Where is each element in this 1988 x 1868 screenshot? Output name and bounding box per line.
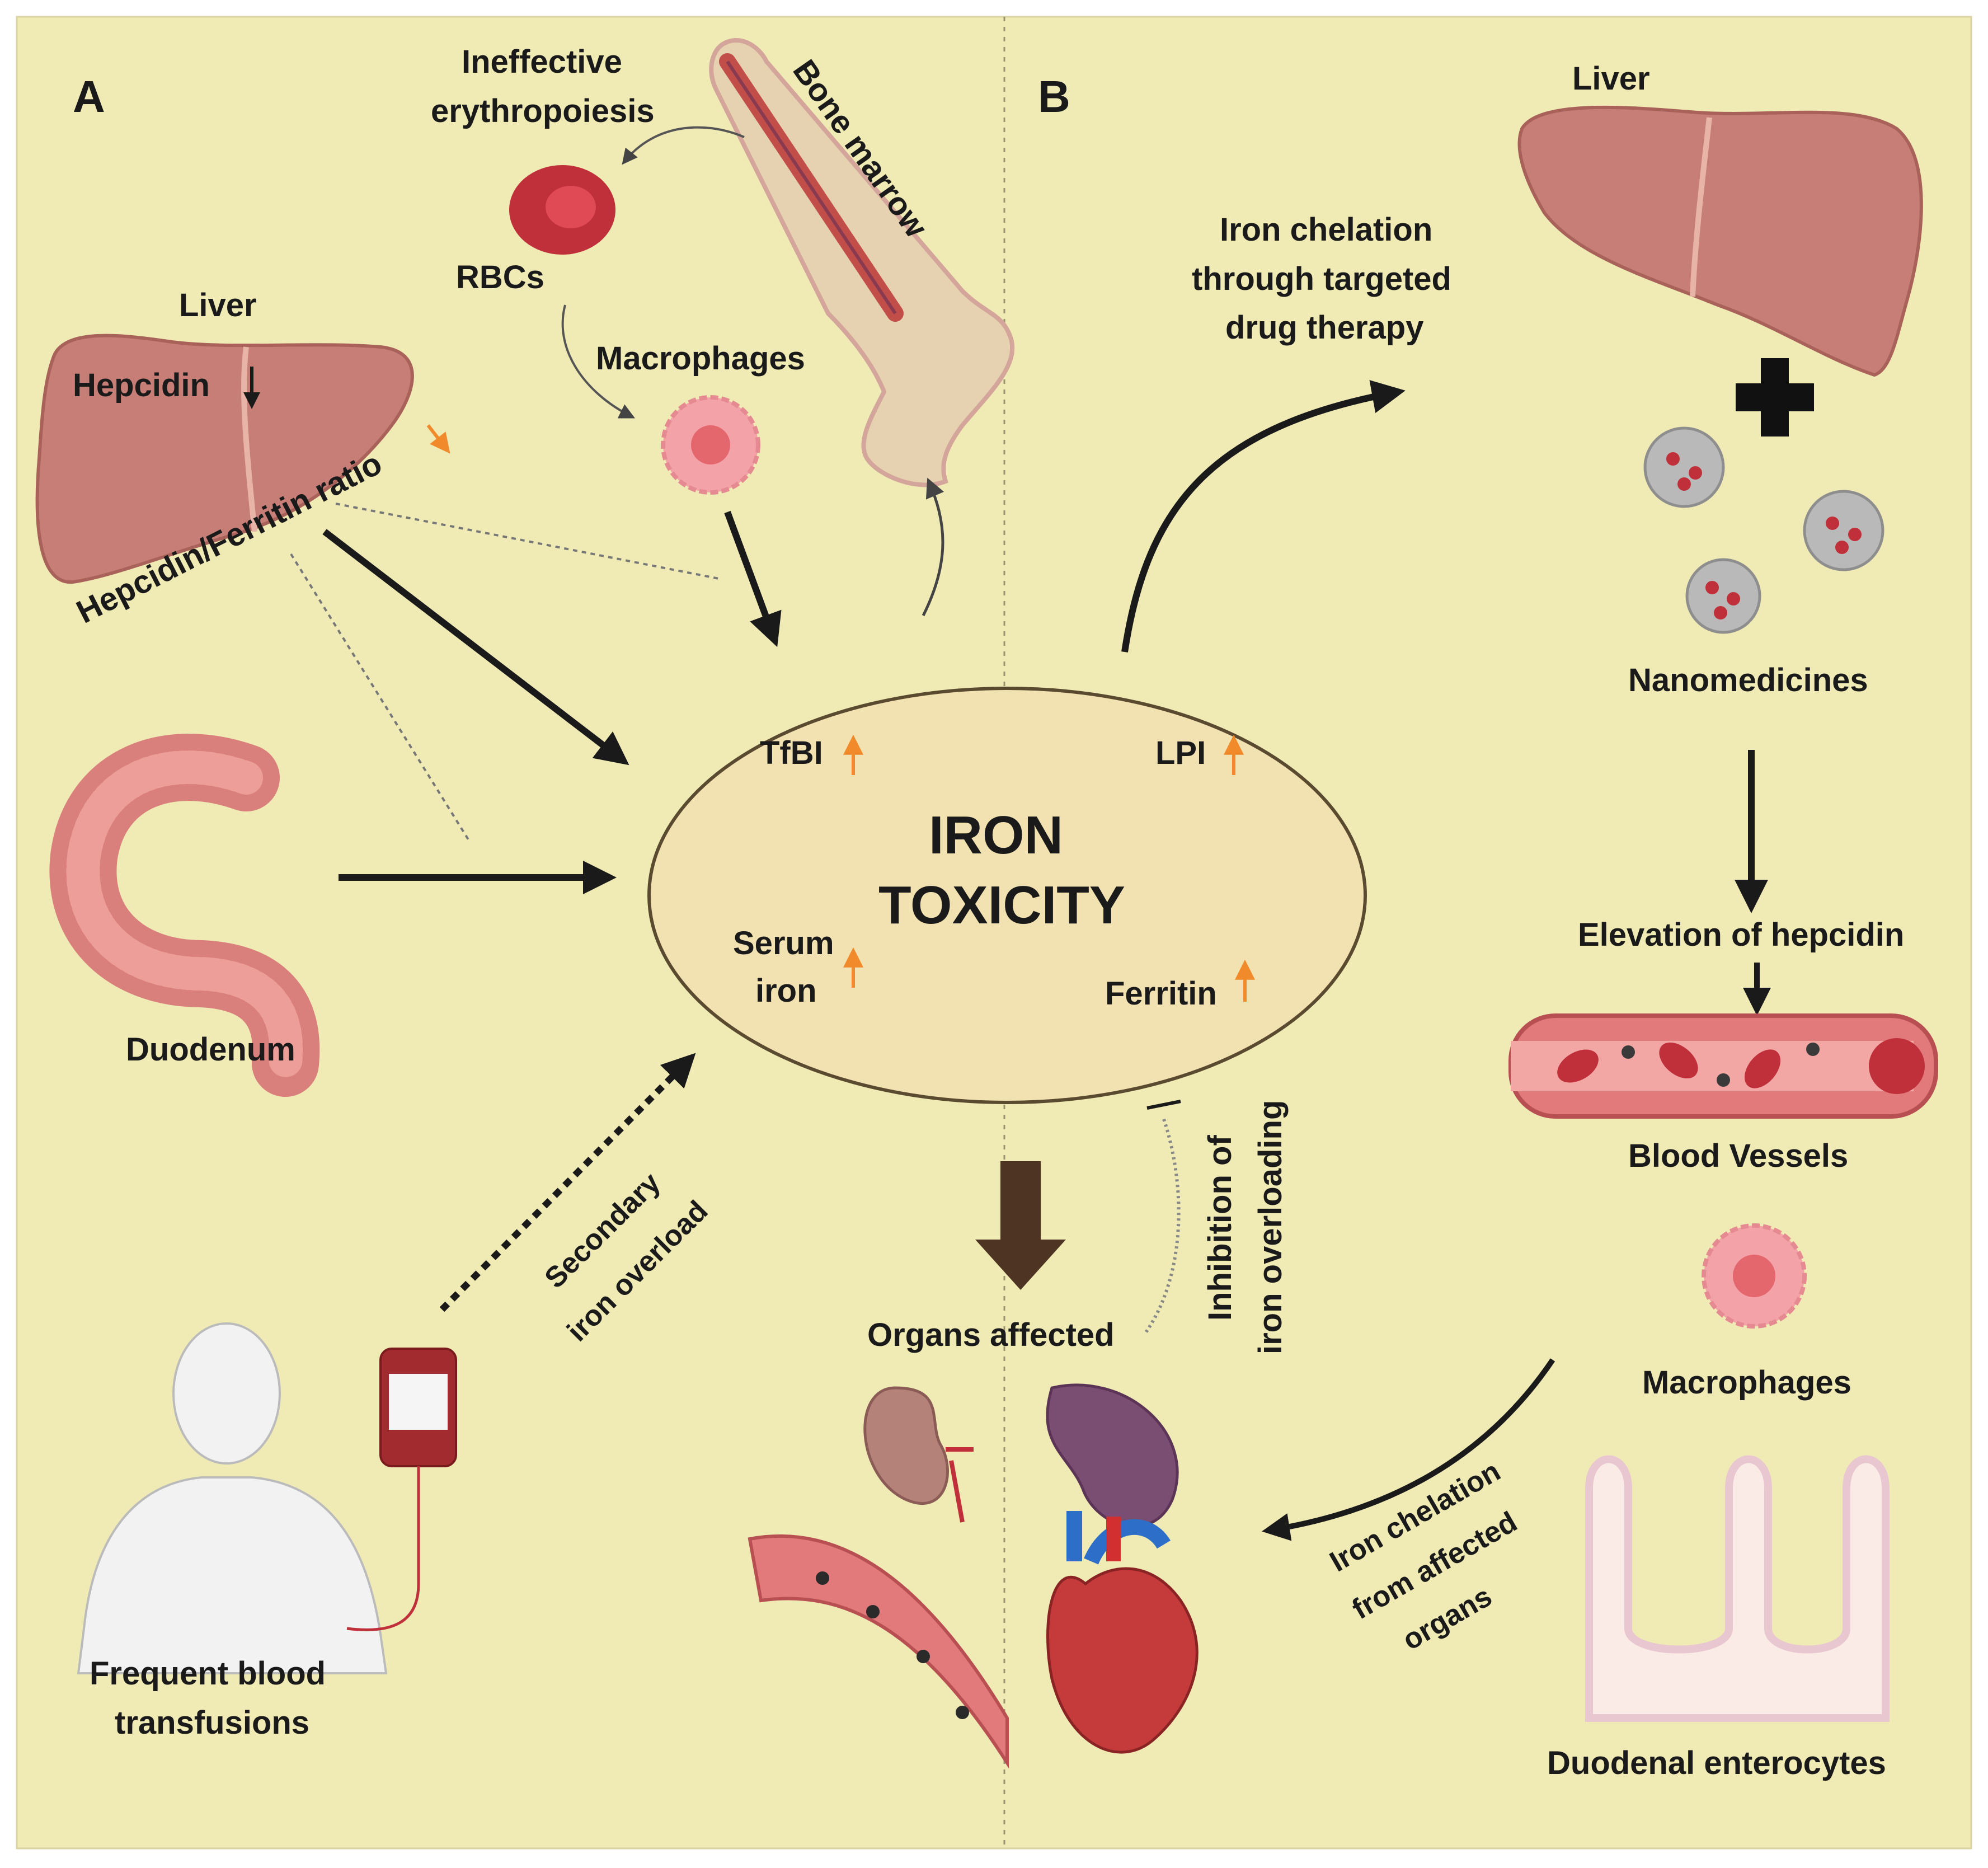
tfbi-label: TfBI <box>760 735 823 771</box>
ratio-inhibit-line-2 <box>290 553 471 843</box>
chelation-label-line3: drug therapy <box>1225 309 1424 346</box>
nanomedicines-label: Nanomedicines <box>1628 662 1868 698</box>
enterocytes-illustration <box>1585 1455 1890 1722</box>
chelation-label-line1: Iron chelation <box>1220 212 1432 248</box>
blood-vessel-b-illustration <box>1508 1013 1938 1119</box>
transfusion-label-line2: transfusions <box>115 1705 309 1741</box>
to-chelation-arrow <box>1121 380 1406 653</box>
liver-a-illustration <box>35 334 414 584</box>
panel-a-letter: A <box>73 72 105 121</box>
secondary-overload-arrow <box>439 1053 696 1312</box>
blood-vessel-organ-icon <box>748 1534 1009 1769</box>
iron-to-bone-arrow <box>922 477 944 617</box>
nanomedicine-icons <box>1643 426 1884 634</box>
blood-vessels-label: Blood Vessels <box>1628 1138 1848 1174</box>
duodenum-label: Duodenum <box>126 1031 295 1068</box>
liver-b-label: Liver <box>1572 60 1650 97</box>
inhibition-bar <box>1146 1100 1181 1110</box>
rbcs-label: RBCs <box>456 259 544 295</box>
plus-icon <box>1736 358 1814 437</box>
chelation-organs-arrow <box>1262 1358 1555 1541</box>
serum-label-line2: iron <box>755 973 817 1009</box>
macrophage-b-icon <box>1702 1223 1807 1329</box>
inhibition-label-line2: iron overloading <box>1252 1100 1289 1354</box>
chelation-label-line2: through targeted <box>1192 261 1451 297</box>
inhibition-line <box>1143 1119 1181 1336</box>
person-illustration <box>77 1322 388 1674</box>
heart-icon <box>1046 1511 1199 1754</box>
ferritin-label: Ferritin <box>1105 975 1217 1012</box>
macrophages-a-label: Macrophages <box>596 340 805 377</box>
lpi-label: LPI <box>1155 735 1206 771</box>
ratio-inhibit-line-1 <box>335 503 722 580</box>
liver-a-label: Liver <box>179 287 257 323</box>
iron-toxicity-title-line2: TOXICITY <box>878 875 1125 935</box>
hepcidin-label: Hepcidin <box>73 367 210 403</box>
ineffective-label-line2: erythropoiesis <box>431 93 655 129</box>
serum-label-line1: Serum <box>733 925 834 961</box>
duodenum-illustration <box>49 734 320 1097</box>
rbc-icon <box>509 165 615 255</box>
iron-to-organs-arrow <box>975 1161 1066 1290</box>
enterocytes-label: Duodenal enterocytes <box>1547 1745 1886 1781</box>
organs-affected-label: Organs affected <box>867 1317 1115 1353</box>
macrophages-b-label: Macrophages <box>1642 1364 1851 1401</box>
iron-toxicity-ellipse <box>647 687 1367 1104</box>
bone-marrow-illustration <box>709 37 1015 487</box>
macrophage-to-iron-arrow <box>724 510 782 647</box>
liver-b-illustration <box>1517 105 1923 377</box>
liver-to-iron-arrow <box>322 529 629 766</box>
ratio-down-arrow <box>426 424 450 454</box>
inhibition-label-line1: Inhibition of <box>1202 1135 1238 1321</box>
kidney-icon <box>863 1386 974 1523</box>
panel-b-letter: B <box>1038 72 1070 121</box>
macrophage-a-icon <box>661 395 760 495</box>
rbc-to-macrophage-arrow <box>561 304 636 419</box>
elevation-label: Elevation of hepcidin <box>1578 917 1904 953</box>
blood-bag-icon <box>346 1348 457 1631</box>
ineffective-label-line1: Ineffective <box>462 44 622 80</box>
bone-to-rbc-arrow <box>622 126 745 165</box>
transfusion-label-line1: Frequent blood <box>90 1655 326 1692</box>
iron-toxicity-title-line1: IRON <box>929 805 1063 865</box>
